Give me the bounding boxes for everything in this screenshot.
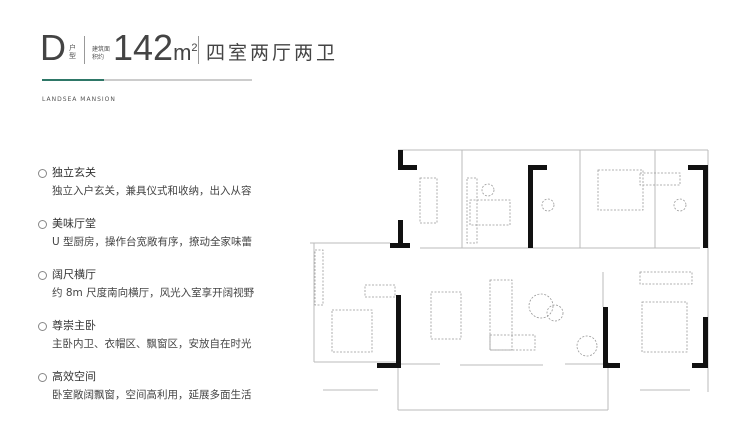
feature-desc: U 型厨房，操作台宽敞有序，撩动全家味蕾 <box>52 236 253 248</box>
feature-title: 美味厅堂 <box>52 217 96 230</box>
feature-title: 独立玄关 <box>52 166 96 179</box>
area-unit: m <box>173 40 192 65</box>
feature-item: 阔尺横厅 约 8m 尺度南向横厅，风光入室享开阔视野 <box>38 268 254 300</box>
divider <box>84 36 85 64</box>
area-value: 142m2 <box>113 30 198 71</box>
bullet-circle-icon <box>38 271 47 280</box>
feature-title: 尊崇主卧 <box>52 319 96 332</box>
area-label: 建筑面积约 <box>92 46 111 61</box>
header-rule <box>42 79 252 81</box>
bullet-circle-icon <box>38 322 47 331</box>
feature-desc: 独立入户玄关，兼具仪式和收纳，出入从容 <box>52 185 252 197</box>
layout-title: 四室两厅两卫 <box>206 42 339 64</box>
plan-structural-walls <box>377 150 708 368</box>
feature-desc: 主卧内卫、衣帽区、飘窗区，安放自在时光 <box>52 338 252 350</box>
feature-desc: 约 8m 尺度南向横厅，风光入室享开阔视野 <box>52 287 255 299</box>
header-rule-accent <box>42 79 104 81</box>
feature-item: 独立玄关 独立入户玄关，兼具仪式和收纳，出入从容 <box>38 166 252 198</box>
brand-name: LANDSEA MANSION <box>42 96 116 103</box>
feature-title: 高效空间 <box>52 370 96 383</box>
unit-type-letter: D <box>40 27 66 68</box>
divider <box>198 36 199 64</box>
feature-item: 美味厅堂 U 型厨房，操作台宽敞有序，撩动全家味蕾 <box>38 217 252 249</box>
feature-desc: 卧室敞阔飘窗，空间高利用，延展多面生活 <box>52 389 252 401</box>
feature-item: 高效空间 卧室敞阔飘窗，空间高利用，延展多面生活 <box>38 370 252 402</box>
feature-title: 阔尺横厅 <box>52 268 96 281</box>
area-number: 142 <box>113 27 174 68</box>
bullet-circle-icon <box>38 169 47 178</box>
bullet-circle-icon <box>38 373 47 382</box>
plan-furniture <box>314 169 693 357</box>
unit-type-label: 户型 <box>69 44 76 60</box>
feature-item: 尊崇主卧 主卧内卫、衣帽区、飘窗区，安放自在时光 <box>38 319 252 351</box>
area-unit-sup: 2 <box>191 42 198 54</box>
bullet-circle-icon <box>38 220 47 229</box>
